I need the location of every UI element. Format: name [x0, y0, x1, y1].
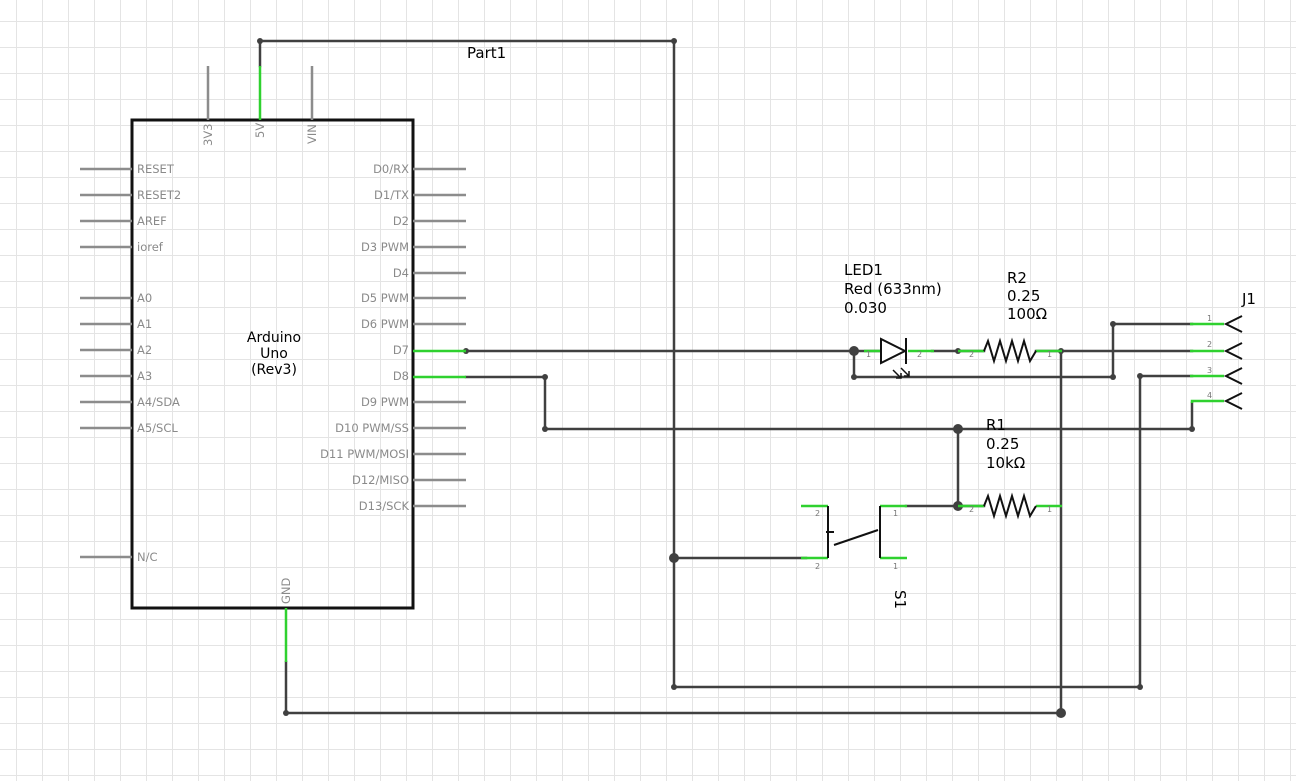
pin-label: A4/SDA: [137, 395, 180, 409]
led1-color: Red (633nm): [844, 280, 942, 298]
pin-label: D9 PWM: [361, 395, 409, 409]
j1-pin-num: 1: [1207, 314, 1212, 323]
junction-dot: [1056, 708, 1066, 718]
pin-label: A3: [137, 369, 152, 383]
arduino-model: Uno: [260, 346, 288, 362]
j1-pin-num: 3: [1207, 366, 1212, 375]
light-arrows-icon: [892, 367, 910, 379]
s1-actuator: [833, 529, 879, 546]
junction-dot: [669, 553, 679, 563]
pin-label: D2: [393, 214, 409, 228]
j1-socket-icon: [1223, 392, 1243, 410]
diode-triangle: [880, 337, 908, 365]
junctions: [257, 38, 1195, 718]
junction-dot: [1137, 373, 1143, 379]
pin-label: N/C: [137, 550, 158, 564]
arduino-body[interactable]: [130, 118, 415, 610]
junction-dot: [283, 710, 289, 716]
r1-resistance: 10kΩ: [986, 454, 1025, 472]
pin-label-vin: VIN: [305, 124, 319, 144]
s1-pin-num: 1: [893, 509, 898, 518]
pin-label: A1: [137, 317, 152, 331]
pin-label: D8: [393, 369, 409, 383]
pin-label: D10 PWM/SS: [335, 421, 409, 435]
r1-pin-num: 1: [1047, 505, 1052, 514]
pin-label: A2: [137, 343, 152, 357]
pin-label: D5 PWM: [361, 291, 409, 305]
s1-pin-num: 1: [893, 562, 898, 571]
r1-name: R1: [986, 416, 1006, 434]
pin-label: D3 PWM: [361, 240, 409, 254]
pin-label: A0: [137, 291, 152, 305]
led1-pin-num: 1: [866, 350, 871, 359]
pin-label: D1/TX: [374, 188, 409, 202]
j1-name: J1: [1241, 290, 1256, 308]
resistor-r2[interactable]: R2 0.25 100Ω 2 1: [958, 269, 1062, 365]
pin-label: AREF: [137, 214, 167, 228]
j1-pin-4[interactable]: [1190, 399, 1224, 403]
resistor-zigzag: [983, 492, 1037, 520]
pin-label-5v: 5V: [253, 123, 267, 138]
pin-label: D7: [393, 343, 409, 357]
junction-dot: [671, 38, 677, 44]
resistor-zigzag: [983, 337, 1037, 365]
r2-power: 0.25: [1007, 287, 1040, 305]
led1-value: 0.030: [844, 299, 887, 317]
pin-label: D4: [393, 266, 409, 280]
junction-dot: [671, 684, 677, 690]
pin-label: RESET: [137, 162, 175, 176]
arduino-name: Arduino: [247, 330, 301, 346]
pin-label: D13/SCK: [359, 499, 410, 513]
r1-power: 0.25: [986, 435, 1019, 453]
j1-socket-icon: [1223, 367, 1243, 385]
junction-dot: [1137, 684, 1143, 690]
junction-dot: [1189, 426, 1195, 432]
junction-dot: [851, 374, 857, 380]
pin-label: D6 PWM: [361, 317, 409, 331]
junction-dot: [953, 424, 963, 434]
pin-label-gnd: GND: [279, 577, 293, 604]
led1-pin-num: 2: [917, 350, 922, 359]
s1-name: S1: [891, 590, 909, 609]
pin-label: A5/SCL: [137, 421, 178, 435]
connector-j1[interactable]: J1 1 2 3 4: [1190, 290, 1256, 410]
pin-label: ioref: [137, 240, 164, 254]
r2-pin-num: 2: [969, 350, 974, 359]
r2-name: R2: [1007, 269, 1027, 287]
arduino-uno[interactable]: Part1 Arduino Uno (Rev3) 3V3 5V VIN GND …: [80, 44, 506, 662]
pushbutton-s1[interactable]: 2 1 2 1 S1: [801, 504, 909, 609]
junction-dot: [542, 374, 548, 380]
pin-label-3v3: 3V3: [201, 123, 215, 146]
arduino-rev: (Rev3): [251, 362, 297, 378]
r1-pin-num: 2: [969, 505, 974, 514]
j1-pin-num: 4: [1207, 391, 1212, 400]
j1-pin-num: 2: [1207, 340, 1212, 349]
junction-dot: [542, 426, 548, 432]
j1-socket-icon: [1223, 315, 1243, 333]
s1-pin-num: 2: [815, 562, 820, 571]
junction-dot: [257, 38, 263, 44]
led1[interactable]: LED1 Red (633nm) 0.030 1 2: [844, 261, 942, 379]
pin-label: D0/RX: [373, 162, 409, 176]
led1-name: LED1: [844, 261, 883, 279]
pin-label: RESET2: [137, 188, 181, 202]
junction-dot: [849, 346, 859, 356]
s1-pin-num: 2: [815, 509, 820, 518]
pin-label: D11 PWM/MOSI: [320, 447, 409, 461]
pin-label: D12/MISO: [352, 473, 409, 487]
resistor-r1[interactable]: R1 0.25 10kΩ 2 1: [958, 416, 1062, 520]
part-label: Part1: [467, 44, 506, 62]
r2-pin-num: 1: [1047, 350, 1052, 359]
junction-dot: [1110, 374, 1116, 380]
r2-resistance: 100Ω: [1007, 305, 1047, 323]
junction-dot: [1110, 321, 1116, 327]
j1-socket-icon: [1223, 342, 1243, 360]
